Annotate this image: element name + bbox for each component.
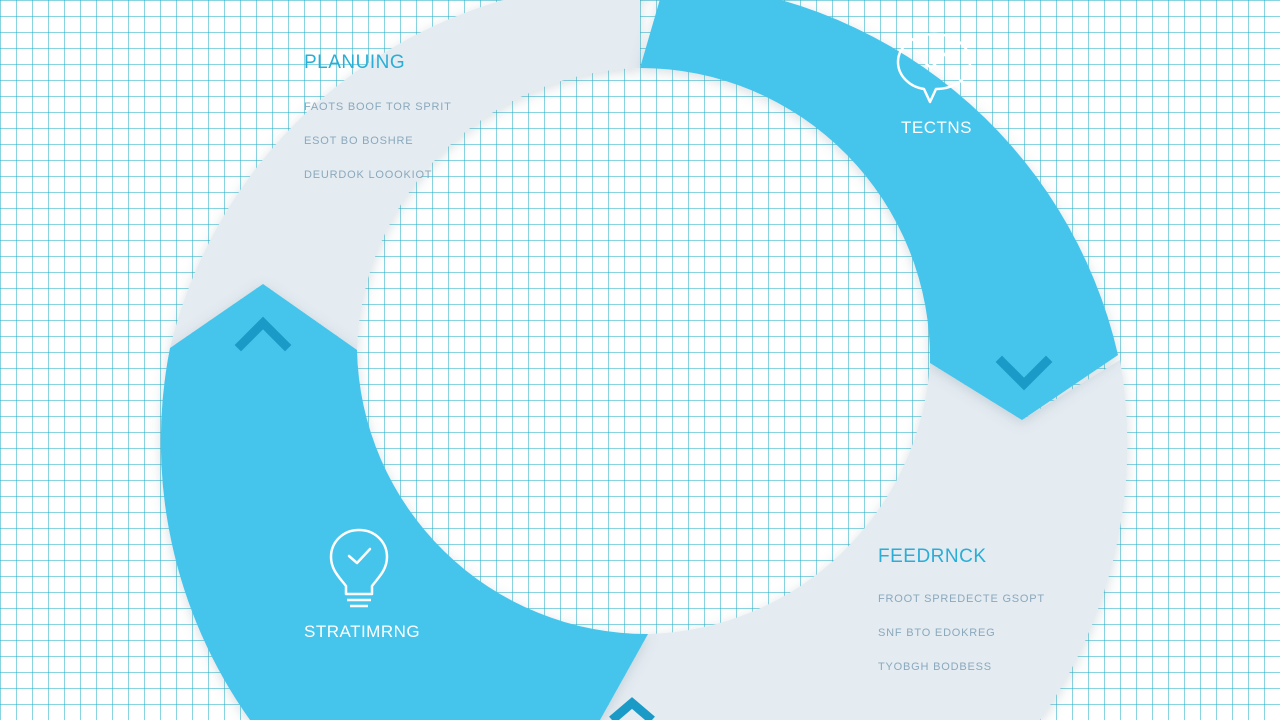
arrow-up-icon bbox=[234, 316, 292, 352]
segment-planning bbox=[170, 0, 640, 350]
planning-line-3: DEURDOK LOOOKIOT bbox=[304, 169, 433, 181]
speech-bubble-check-icon bbox=[896, 32, 972, 104]
strategy-title: STRATIMRNG bbox=[304, 622, 421, 641]
arrow-bottom-icon bbox=[609, 697, 655, 720]
planning-line-2: ESOT BO BOSHRE bbox=[304, 135, 414, 147]
segment-strategy bbox=[160, 284, 649, 720]
segment-feedback bbox=[600, 360, 1128, 720]
feedback-title: FEEDRNCK bbox=[878, 546, 987, 567]
lightbulb-check-icon bbox=[329, 528, 389, 608]
feedback-description: FROOT SPREDECTE GSOPT SNF BTO EDOKREG TY… bbox=[878, 574, 1045, 693]
planning-description: FAOTS BOOF TOR SPRIT ESOT BO BOSHRE DEUR… bbox=[304, 82, 452, 201]
feedback-line-3: TYOBGH BODBESS bbox=[878, 661, 992, 673]
testing-title: TECTNS bbox=[901, 118, 972, 137]
planning-line-1: FAOTS BOOF TOR SPRIT bbox=[304, 101, 452, 113]
planning-title: PLANUING bbox=[304, 52, 406, 73]
feedback-line-1: FROOT SPREDECTE GSOPT bbox=[878, 593, 1045, 605]
feedback-line-2: SNF BTO EDOKREG bbox=[878, 627, 996, 639]
arrow-down-icon bbox=[995, 355, 1053, 391]
segment-testing bbox=[640, 0, 1118, 420]
